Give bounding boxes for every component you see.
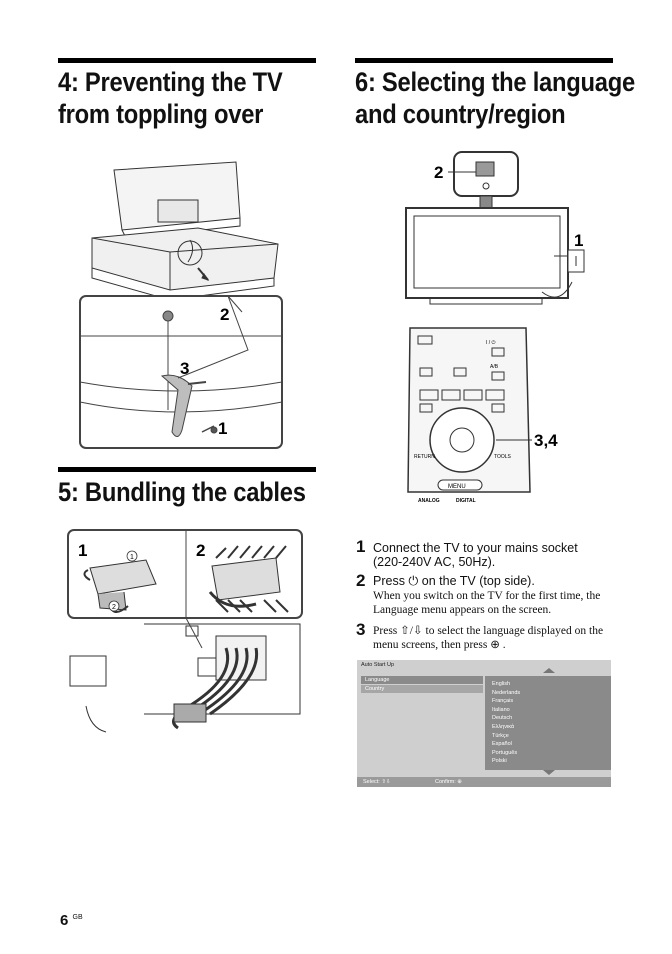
remote-label-ab: A/B — [490, 364, 499, 370]
lang-item: Ελληνικά — [492, 723, 515, 730]
fig5-circle-1: 1 — [130, 554, 134, 561]
section-rule-5 — [58, 467, 316, 472]
figure-cable-bundle: 1 2 1 2 — [67, 529, 303, 733]
fig6-callout-1: 1 — [574, 231, 583, 250]
remote-label-power: I / ⏻ — [486, 340, 496, 346]
menu-left-selected — [361, 676, 483, 684]
fig6-callout-34: 3,4 — [534, 431, 558, 450]
section-6-title: 6: Selecting the language and country/re… — [355, 67, 635, 129]
remote-label-menu: MENU — [448, 484, 466, 490]
lang-item: Nederlands — [492, 689, 521, 696]
lang-item: Deutsch — [492, 715, 513, 722]
section-rule-4 — [58, 58, 316, 63]
menu-left-country-bg — [361, 685, 483, 693]
fig4-callout-1: 1 — [218, 419, 227, 438]
step-1: 1 Connect the TV to your mains socket (2… — [356, 537, 578, 570]
remote-label-tools: TOOLS — [494, 454, 512, 460]
lang-item: Italiano — [492, 706, 510, 713]
lang-item: Español — [492, 741, 512, 748]
fig4-callout-2: 2 — [220, 305, 229, 324]
menu-language-list: English Nederlands Français Italiano Deu… — [485, 676, 611, 770]
section-5-title: 5: Bundling the cables — [58, 477, 306, 507]
step-2: 2 Press ⏻ on the TV (top side). When you… — [356, 571, 601, 616]
figure-tv-remote: 2 1 3,4 I / ⏻ A/B RETURN TOOLS MENU ANAL… — [405, 151, 585, 504]
menu-footer-select: Select: ⇧⇩ — [363, 779, 391, 785]
page-number: 6 GB — [60, 912, 83, 929]
menu-item-language: Language — [365, 677, 390, 683]
fig4-callout-3: 3 — [180, 359, 189, 378]
language-menu-screenshot: Auto Start Up Language Country English N… — [357, 660, 611, 787]
lang-item: Türkçe — [492, 732, 509, 739]
lang-item: Português — [492, 749, 518, 756]
menu-item-country: Country — [365, 686, 385, 692]
lang-item: English — [492, 681, 511, 687]
menu-up-arrow — [543, 668, 555, 673]
figure-tv-strap: 2 3 1 — [79, 161, 283, 449]
remote-label-analog: ANALOG — [418, 498, 440, 504]
step-3: 3 Press ⇧/⇩ to select the language displ… — [356, 620, 604, 651]
fig5-panel-2: 2 — [196, 541, 205, 560]
lang-item: Polski — [492, 758, 507, 765]
fig6-callout-2: 2 — [434, 163, 443, 182]
remote-label-digital: DIGITAL — [456, 498, 476, 504]
lang-item: Français — [492, 698, 514, 705]
menu-footer-confirm: Confirm: ⊕ — [435, 779, 462, 785]
section-rule-6 — [355, 58, 613, 63]
section-4-title: 4: Preventing the TV from toppling over — [58, 67, 283, 129]
fig5-panel-1: 1 — [78, 541, 87, 560]
menu-footer: Select: ⇧⇩ Confirm: ⊕ — [357, 777, 611, 787]
menu-header: Auto Start Up — [357, 660, 611, 670]
menu-down-arrow — [543, 770, 555, 775]
fig5-circle-2: 2 — [112, 604, 116, 611]
remote-label-return: RETURN — [414, 454, 435, 460]
page-suffix: GB — [72, 914, 83, 921]
